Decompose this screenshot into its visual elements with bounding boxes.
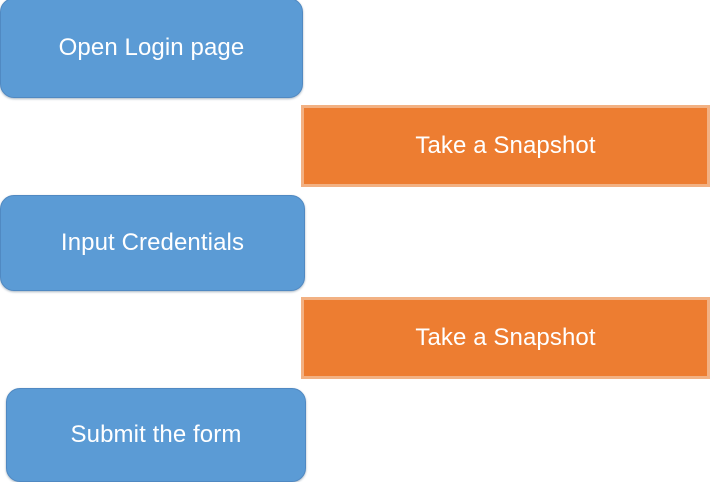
snapshot-box-label: Take a Snapshot bbox=[415, 131, 596, 159]
step-box-label: Submit the form bbox=[70, 420, 242, 448]
step-box-open-login-page[interactable]: Open Login page bbox=[0, 0, 303, 98]
step-box-submit-the-form[interactable]: Submit the form bbox=[6, 388, 306, 482]
snapshot-box-after-input-credentials[interactable]: Take a Snapshot bbox=[301, 297, 710, 379]
step-box-input-credentials[interactable]: Input Credentials bbox=[0, 195, 305, 291]
snapshot-box-label: Take a Snapshot bbox=[415, 323, 596, 351]
step-box-label: Input Credentials bbox=[60, 228, 245, 256]
step-box-label: Open Login page bbox=[58, 33, 245, 61]
snapshot-box-after-open-login-page[interactable]: Take a Snapshot bbox=[301, 105, 710, 187]
